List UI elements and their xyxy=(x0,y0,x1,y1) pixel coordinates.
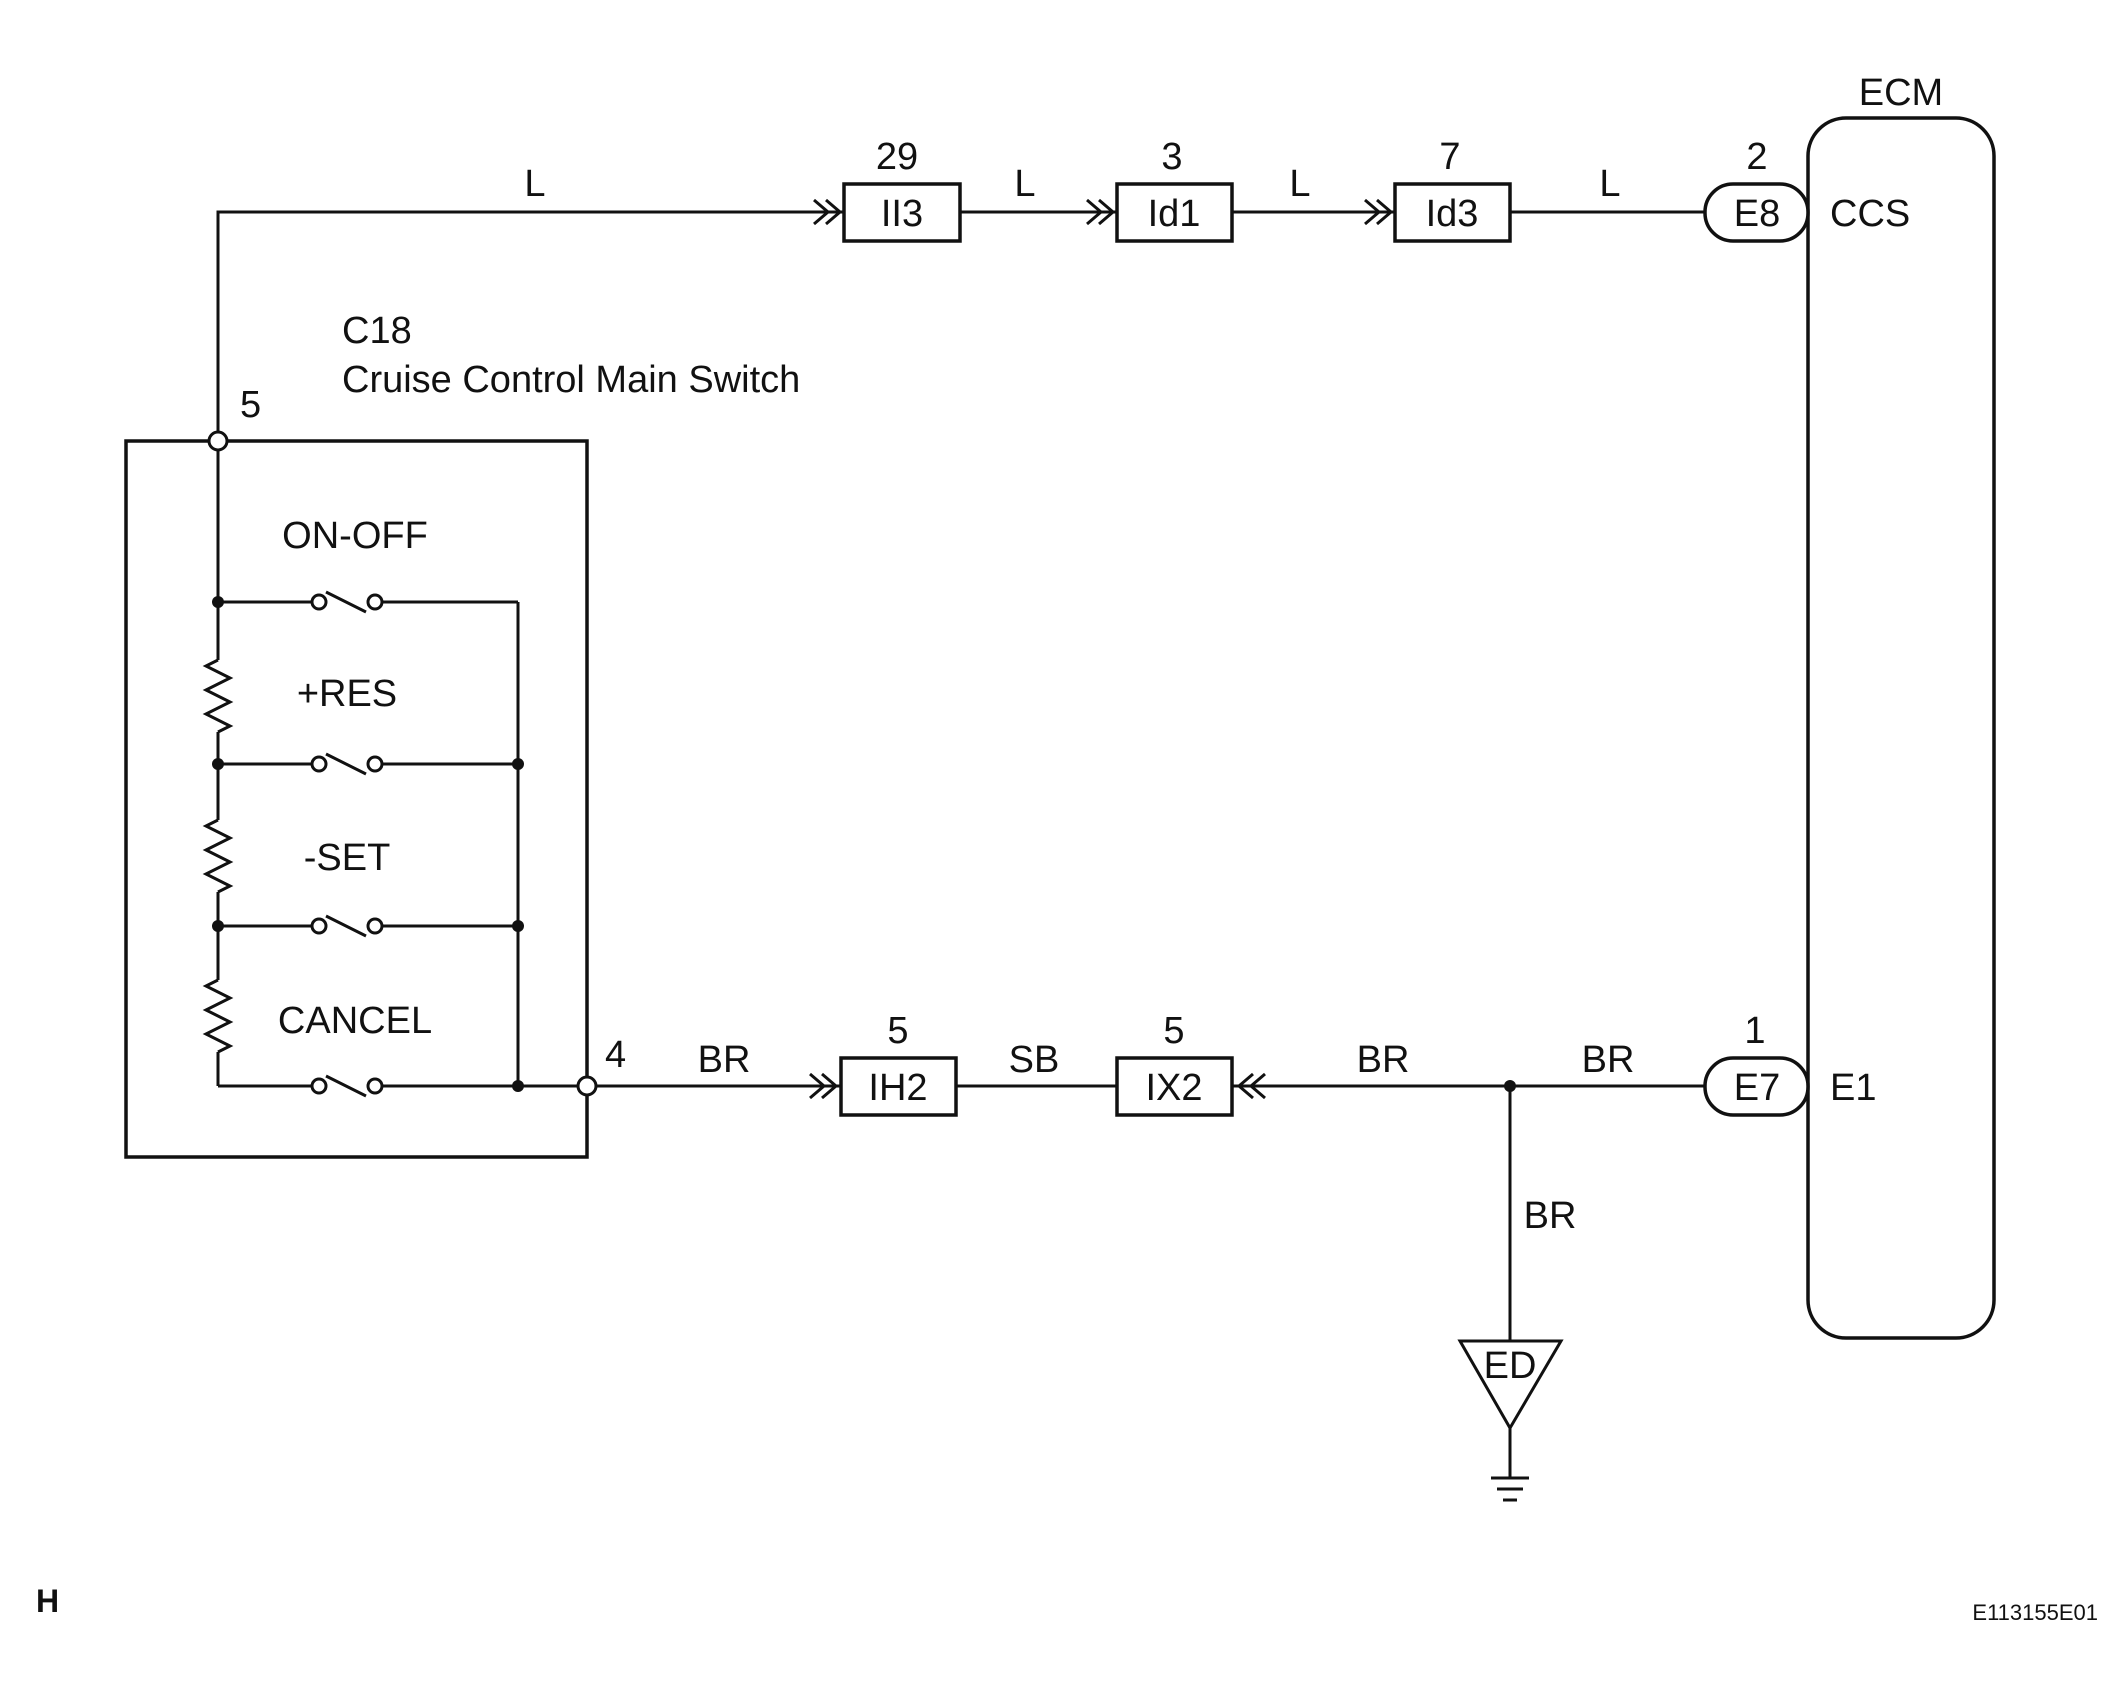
bottom-connector-arrows xyxy=(809,1072,1266,1100)
switch-enclosure xyxy=(124,439,589,1159)
connector-id1-pin: 3 xyxy=(1161,136,1182,178)
ecm-pin-e7-number: 1 xyxy=(1744,1010,1765,1052)
connector-ii3-label: II3 xyxy=(881,193,923,235)
ecm-pin-e7 xyxy=(1703,1056,1810,1117)
connector-id1-label: Id1 xyxy=(1148,193,1201,235)
connector-ih2 xyxy=(839,1056,958,1117)
ecm-pin-e7-connector: E7 xyxy=(1734,1067,1780,1109)
wire-color-br-2: BR xyxy=(1357,1039,1410,1081)
switch-label-on-off: ON-OFF xyxy=(282,515,428,557)
connector-ii3 xyxy=(842,182,962,243)
top-wire-run xyxy=(216,210,1705,441)
ecm-block xyxy=(1806,116,1996,1340)
connector-ix2-pin: 5 xyxy=(1163,1010,1184,1052)
connector-id3 xyxy=(1393,182,1512,243)
connector-ix2 xyxy=(1115,1056,1234,1117)
switch-network xyxy=(202,441,587,1098)
footer-letter: H xyxy=(36,1583,59,1619)
wire-color-br-4: BR xyxy=(1524,1195,1577,1237)
switch-terminal-5 xyxy=(207,430,229,452)
switch-name: Cruise Control Main Switch xyxy=(342,359,800,401)
switch-pin-top: 5 xyxy=(240,384,261,426)
wire-color-br-1: BR xyxy=(698,1039,751,1081)
ecm-title: ECM xyxy=(1859,72,1943,114)
connector-ii3-pin: 29 xyxy=(876,136,918,178)
switch-pin-bottom: 4 xyxy=(605,1034,626,1076)
ground-point-ed xyxy=(1457,1339,1564,1431)
switch-code: C18 xyxy=(342,310,412,352)
wire-color-l-4: L xyxy=(1599,163,1620,205)
wire-color-l-3: L xyxy=(1289,163,1310,205)
connector-id1 xyxy=(1115,182,1234,243)
switch-label-cancel: CANCEL xyxy=(278,1000,432,1042)
connector-ih2-label: IH2 xyxy=(868,1067,927,1109)
switch-terminal-4 xyxy=(576,1075,598,1097)
ecm-pin-e8-number: 2 xyxy=(1746,136,1767,178)
connector-ix2-label: IX2 xyxy=(1145,1067,1202,1109)
ground-symbol-icon xyxy=(1491,1428,1529,1502)
figure-code: E113155E01 xyxy=(1972,1600,2098,1625)
bottom-wire-run xyxy=(596,1084,1705,1340)
wire-color-l-2: L xyxy=(1014,163,1035,205)
switch-label-res: +RES xyxy=(297,673,397,715)
ecm-terminal-e1: E1 xyxy=(1830,1067,1876,1109)
connector-ih2-pin: 5 xyxy=(887,1010,908,1052)
top-connector-arrows xyxy=(813,198,1394,226)
ground-point-label: ED xyxy=(1484,1345,1537,1387)
connector-id3-label: Id3 xyxy=(1426,193,1479,235)
switch-contacts xyxy=(310,593,384,1095)
switch-label-set: -SET xyxy=(304,837,391,879)
wire-color-sb: SB xyxy=(1009,1039,1060,1081)
wire-color-br-3: BR xyxy=(1582,1039,1635,1081)
ecm-terminal-ccs: CCS xyxy=(1830,193,1910,235)
connector-id3-pin: 7 xyxy=(1439,136,1460,178)
ecm-pin-e8-connector: E8 xyxy=(1734,193,1780,235)
ecm-pin-e8 xyxy=(1703,182,1810,243)
wire-color-l-1: L xyxy=(524,163,545,205)
